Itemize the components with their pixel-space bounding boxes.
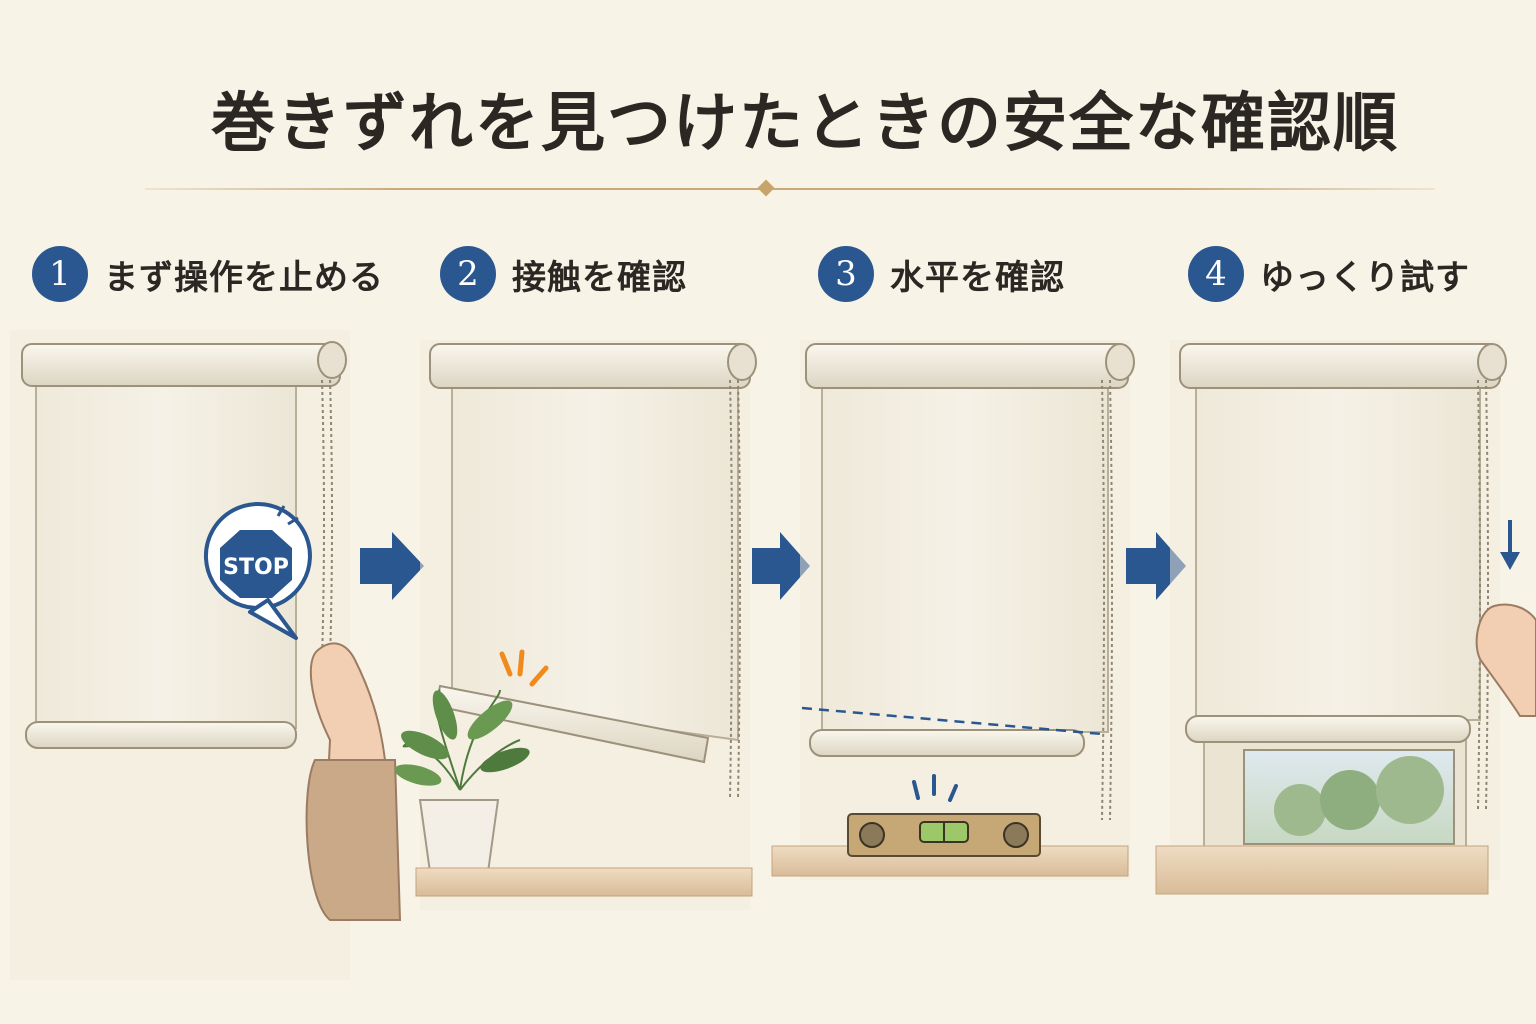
right-arrow-icon xyxy=(360,532,424,600)
step-2-label: 接触を確認 xyxy=(512,257,687,298)
panel-3-blind xyxy=(800,340,1135,880)
step-4-label: ゆっくり試す xyxy=(1260,257,1470,298)
panel-1-blind xyxy=(10,330,350,980)
step-1-label: まず操作を止める xyxy=(104,257,384,298)
spirit-level-icon xyxy=(847,813,1041,857)
stop-sign-text: STOP xyxy=(223,555,289,580)
level-marks-icon xyxy=(912,774,958,802)
step-3-header: 3 水平を確認 xyxy=(818,244,1065,304)
step-3-label: 水平を確認 xyxy=(890,257,1065,298)
down-arrow-icon xyxy=(1500,520,1520,570)
title-divider xyxy=(145,188,1435,190)
step-4-header: 4 ゆっくり試す xyxy=(1188,244,1470,304)
hand-icon xyxy=(1475,603,1536,717)
step-3-number: 3 xyxy=(818,246,874,302)
step-4-number: 4 xyxy=(1188,246,1244,302)
page-title: 巻きずれを見つけたときの安全な確認順 xyxy=(211,86,1399,161)
panel-4-blind xyxy=(1179,343,1507,811)
stop-sign-icon xyxy=(203,502,312,640)
hand-icon xyxy=(305,642,402,921)
step-1-header: 1 まず操作を止める xyxy=(32,244,384,304)
step-1-number: 1 xyxy=(32,246,88,302)
alert-marks-icon xyxy=(499,649,549,687)
step-2-header: 2 接触を確認 xyxy=(440,244,687,304)
step-2-number: 2 xyxy=(440,246,496,302)
right-arrow-icon xyxy=(752,532,810,600)
panel-2-sill xyxy=(415,867,753,897)
